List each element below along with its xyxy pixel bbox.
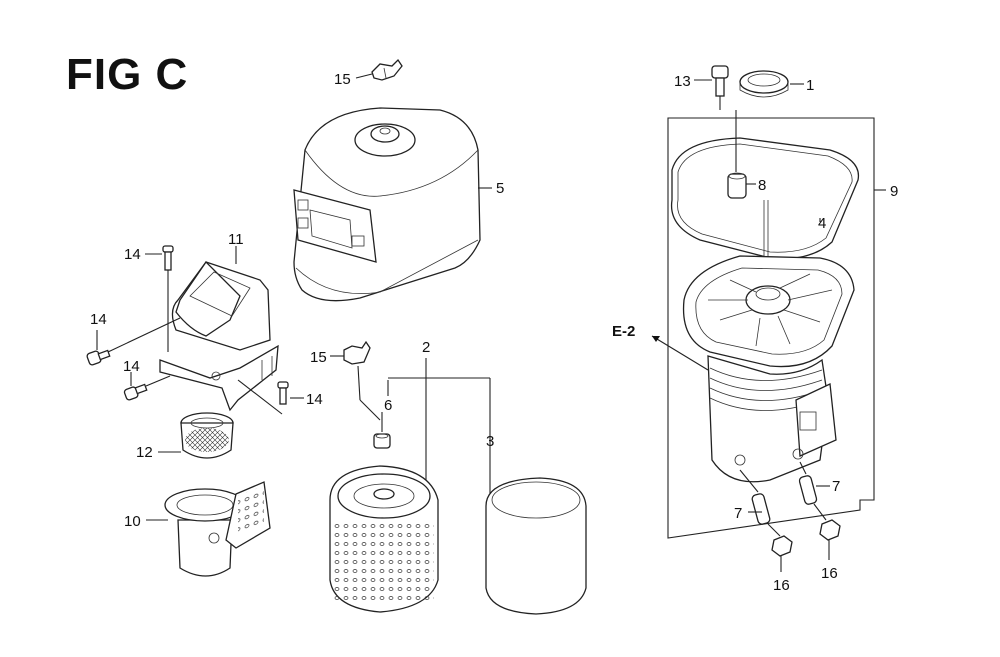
- seal-ring-part: [739, 70, 789, 98]
- callout-7-left: 7: [734, 505, 742, 522]
- callout-8: 8: [758, 177, 766, 194]
- collar-part: [727, 172, 747, 199]
- filter-element-part: [329, 465, 439, 613]
- callout-16-right: 16: [821, 565, 838, 582]
- air-cleaner-base-part: [682, 200, 855, 483]
- wing-nut-top-part: [371, 58, 403, 81]
- callout-12: 12: [136, 444, 153, 461]
- screw-14-a-part: [162, 245, 174, 271]
- callout-14-d: 14: [306, 391, 323, 408]
- screw-14-b-part: [86, 349, 111, 366]
- callout-4: 4: [818, 215, 826, 232]
- callout-15-top: 15: [334, 71, 351, 88]
- callout-3: 3: [486, 433, 494, 450]
- callout-15-lower: 15: [310, 349, 327, 366]
- callout-13: 13: [674, 73, 691, 90]
- screen-part: [180, 412, 234, 459]
- callout-e2: E-2: [612, 323, 635, 340]
- callout-14-c: 14: [123, 358, 140, 375]
- figure-title: FIG C: [66, 50, 189, 99]
- air-duct-part: [164, 481, 271, 577]
- callout-14-b: 14: [90, 311, 107, 328]
- callout-10: 10: [124, 513, 141, 530]
- callout-2: 2: [422, 339, 430, 356]
- air-guide-part: [159, 260, 279, 412]
- sleeve-7-left-part: [751, 493, 771, 525]
- bolt-13-part: [711, 65, 729, 97]
- screw-14-d-part: [277, 381, 289, 405]
- gasket-part: [670, 137, 860, 260]
- nut-16-right-part: [819, 519, 841, 541]
- grommet-nut-part: [373, 433, 391, 449]
- callout-5: 5: [496, 180, 504, 197]
- callout-6: 6: [384, 397, 392, 414]
- wing-nut-lower-part: [343, 340, 371, 365]
- callout-9: 9: [890, 183, 898, 200]
- callout-1: 1: [806, 77, 814, 94]
- callout-11: 11: [228, 231, 244, 248]
- air-cleaner-cover-part: [293, 107, 481, 302]
- callout-16-left: 16: [773, 577, 790, 594]
- nut-16-left-part: [771, 535, 793, 557]
- sleeve-7-right-part: [798, 475, 818, 505]
- outer-foam-part: [485, 477, 587, 615]
- callout-7-right: 7: [832, 478, 840, 495]
- callout-14-a: 14: [124, 246, 141, 263]
- screw-14-c-part: [123, 383, 148, 401]
